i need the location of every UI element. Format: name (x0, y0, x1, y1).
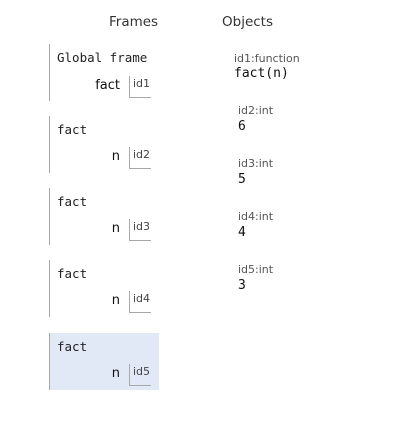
frame-variable-reference: id5 (129, 364, 151, 386)
frame-variable-name: n (111, 149, 120, 164)
frame-title: fact (57, 194, 88, 209)
object-label-id1: id1:function (234, 52, 300, 65)
frame-title: fact (57, 266, 88, 281)
object-value-id5: 3 (238, 278, 246, 293)
frame-variable-name: n (111, 366, 120, 381)
fact-frame-4-active: fact n id5 (49, 333, 159, 390)
object-label-id5: id5:int (238, 263, 274, 276)
frames-heading: Frames (109, 14, 159, 30)
frame-variable-name: n (111, 293, 120, 308)
fact-frame-3: fact n id4 (49, 260, 159, 317)
frame-variable-reference: id1 (129, 76, 151, 98)
frame-variable-reference: id3 (129, 219, 151, 241)
object-value-id2: 6 (238, 119, 246, 134)
objects-heading: Objects (222, 14, 274, 30)
object-value-id4: 4 (238, 225, 246, 240)
frame-variable-name: n (111, 221, 120, 236)
frame-variable-name: fact (95, 78, 120, 93)
frame-variable-reference: id4 (129, 291, 151, 313)
frame-title: fact (57, 122, 88, 137)
object-label-id3: id3:int (238, 157, 274, 170)
fact-frame-2: fact n id3 (49, 188, 159, 245)
global-frame: Global frame fact id1 (49, 44, 159, 101)
frame-title: Global frame (57, 50, 148, 65)
object-label-id4: id4:int (238, 210, 274, 223)
object-value-id3: 5 (238, 172, 246, 187)
object-value-id1: fact(n) (234, 66, 289, 81)
frame-variable-reference: id2 (129, 147, 151, 169)
frame-title: fact (57, 339, 88, 354)
object-label-id2: id2:int (238, 104, 274, 117)
fact-frame-1: fact n id2 (49, 116, 159, 173)
